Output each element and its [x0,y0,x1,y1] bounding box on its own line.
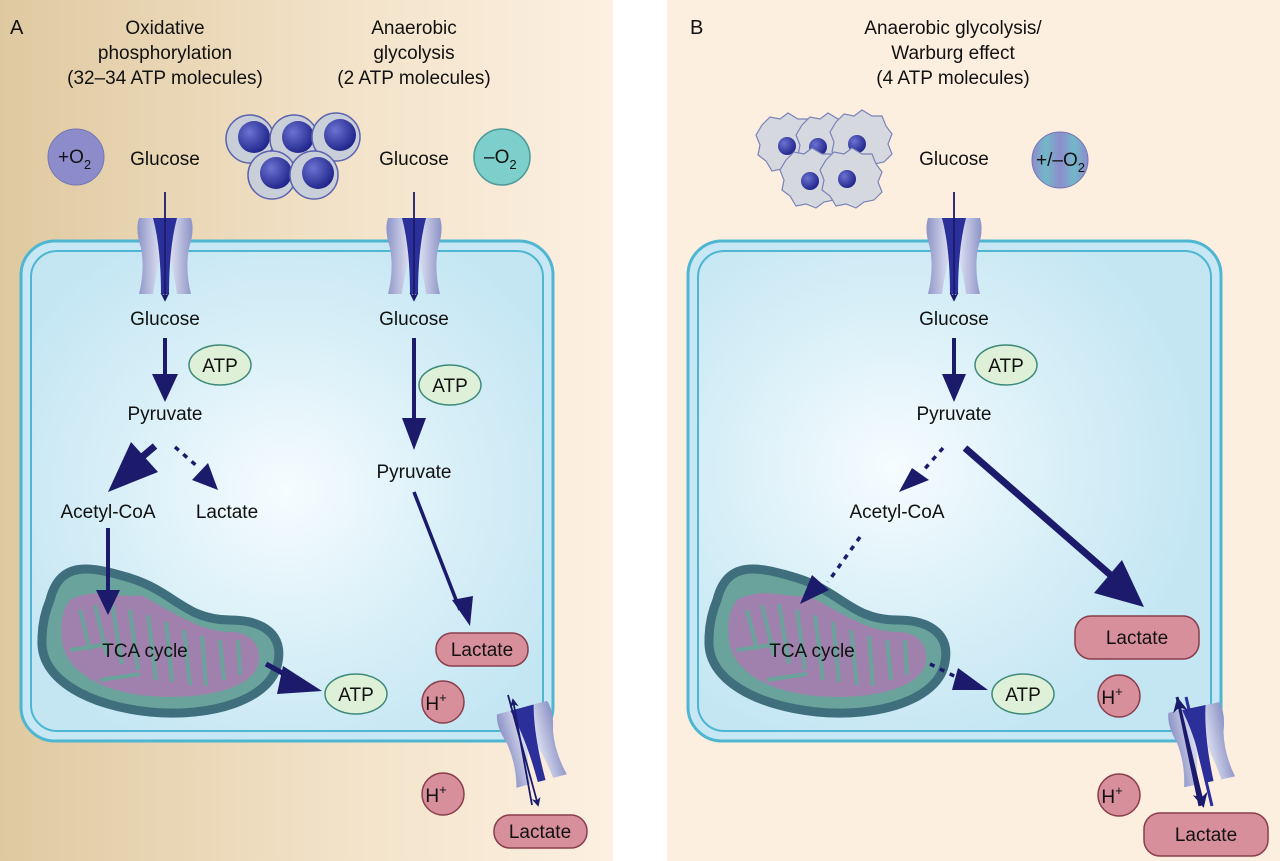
pyruvate-label-2: Pyruvate [377,462,452,483]
proton-inside-badge: H+ [421,680,465,724]
proton-outside-badge: H+ [421,772,465,816]
lactate-minor-label: Lactate [196,502,258,523]
glucose-outside-label-b: Glucose [919,149,989,170]
pyruvate-to-lactate-major-arrow [962,445,1144,607]
svg-text:Lactate: Lactate [1175,825,1237,846]
svg-text:Lactate: Lactate [509,822,571,843]
svg-text:ATP: ATP [338,685,374,706]
oxygen-variable-badge: +/–O2 [1031,131,1089,189]
svg-text:H+: H+ [425,690,446,715]
transport-line-b [1184,696,1214,807]
proton-import-arrow [509,698,533,806]
pyruvate-to-acetyl-coa-arrow [108,442,158,492]
panel-a-letter: A [10,17,24,39]
svg-text:phosphorylation: phosphorylation [98,43,232,64]
svg-text:(2 ATP molecules): (2 ATP molecules) [337,68,490,89]
pyruvate-to-acetyl-coa-dotted-arrow [899,446,945,492]
svg-text:Anaerobic: Anaerobic [371,18,457,39]
oxygen-present-badge: +O2 [47,128,105,186]
svg-text:(32–34 ATP molecules): (32–34 ATP molecules) [67,68,263,89]
glycolysis-arrow [152,338,178,402]
tca-cycle-label-b: TCA cycle [769,641,855,662]
svg-text:ATP: ATP [988,356,1024,377]
svg-text:+O2: +O2 [58,147,91,172]
cancer-cells-icon [755,109,893,209]
acetyl-coa-to-tca-arrow [96,528,120,615]
glucose-outside-label-2: Glucose [379,149,449,170]
svg-text:(4 ATP molecules): (4 ATP molecules) [876,68,1029,89]
glucose-inside-label: Glucose [130,309,200,330]
mitochondrion-icon: TCA cycle [37,564,284,718]
panel-a-title-oxphos: Oxidative phosphorylation (32–34 ATP mol… [67,18,263,89]
tca-to-atp-dotted-arrow [929,662,988,690]
mitochondrion-icon: TCA cycle [704,564,951,718]
glucose-inside-label-b: Glucose [919,309,989,330]
normal-cells-icon [225,112,361,200]
svg-text:H+: H+ [1101,684,1122,709]
acetyl-coa-label-b: Acetyl-CoA [849,502,944,523]
tca-to-atp-arrow [264,661,322,694]
panel-b-title: Anaerobic glycolysis/ Warburg effect (4 … [864,18,1042,89]
pyruvate-to-lactate-arrow [412,491,473,626]
acetyl-coa-label: Acetyl-CoA [60,502,155,523]
lactate-export-arrow [507,694,541,807]
svg-text:ATP: ATP [432,376,468,397]
lactate-inside-badge-b: Lactate [1074,615,1200,660]
atp-output-badge: ATP [324,673,388,715]
proton-outside-badge-b: H+ [1097,773,1141,817]
tca-cycle-label: TCA cycle [102,641,188,662]
svg-text:glycolysis: glycolysis [373,43,454,64]
panel-a-title-anaerobic: Anaerobic glycolysis (2 ATP molecules) [337,18,490,89]
atp-badge: ATP [188,344,252,386]
proton-inside-badge-b: H+ [1097,674,1141,718]
svg-text:H+: H+ [1101,783,1122,808]
glycolysis-arrow-b [942,338,966,402]
svg-text:–O2: –O2 [484,147,517,172]
svg-text:Oxidative: Oxidative [125,18,204,39]
svg-text:+/–O2: +/–O2 [1036,150,1085,175]
svg-text:ATP: ATP [1005,685,1041,706]
lactate-inside-badge: Lactate [435,632,529,667]
atp-badge-b: ATP [974,344,1038,386]
pyruvate-label-b: Pyruvate [917,404,992,425]
glucose-transporter-icon [137,192,193,302]
svg-text:ATP: ATP [202,356,238,377]
lactate-outside-badge-b: Lactate [1143,812,1269,857]
svg-text:Lactate: Lactate [1106,628,1168,649]
atp-badge-2: ATP [418,364,482,406]
acetyl-coa-to-tca-dotted-arrow [800,535,862,604]
glucose-transporter-icon [926,192,982,302]
svg-text:Anaerobic glycolysis/: Anaerobic glycolysis/ [864,18,1042,39]
lactate-transporter-icon [496,700,567,788]
svg-text:Warburg effect: Warburg effect [891,43,1015,64]
pyruvate-to-lactate-dotted-arrow [173,445,218,490]
svg-text:Lactate: Lactate [451,640,513,661]
glucose-inside-label-2: Glucose [379,309,449,330]
glucose-outside-label: Glucose [130,149,200,170]
svg-text:H+: H+ [425,782,446,807]
lactate-outside-badge: Lactate [493,814,588,849]
glucose-transporter-icon [386,192,442,302]
atp-output-badge-b: ATP [991,673,1055,715]
panel-b-letter: B [690,17,703,39]
glycolysis-arrow-2 [402,338,426,450]
proton-export-arrow-b [1173,697,1202,807]
pyruvate-label: Pyruvate [128,404,203,425]
oxygen-absent-badge: –O2 [473,128,531,186]
